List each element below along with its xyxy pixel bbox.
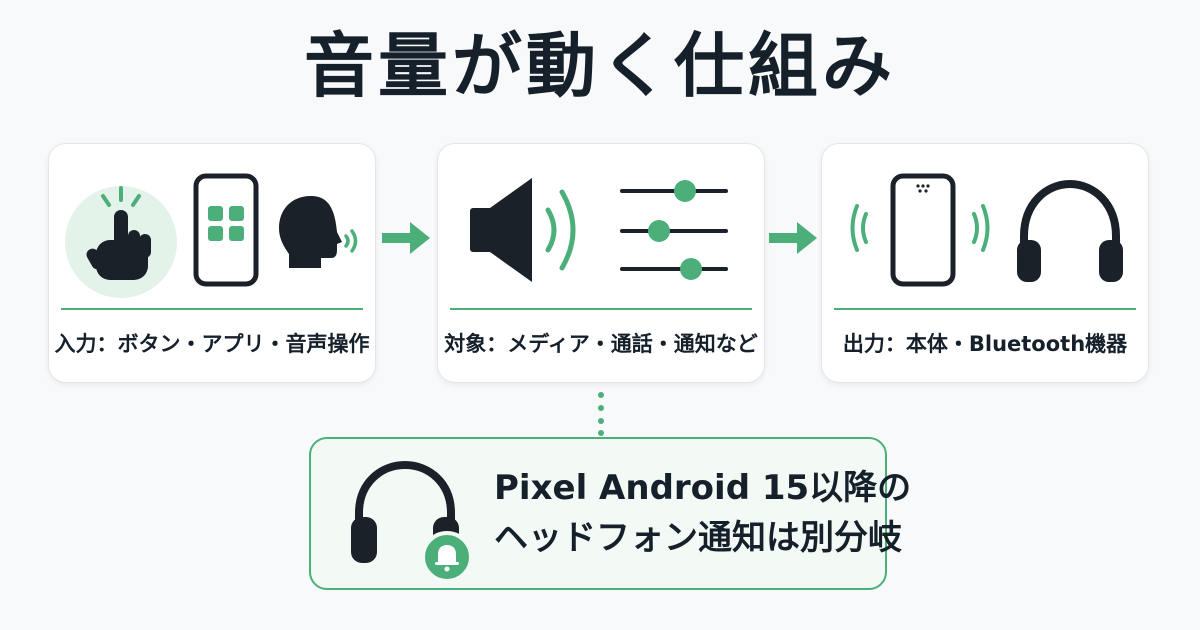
speaker-volume-icon: [470, 178, 576, 282]
note-line-1: Pixel Android 15以降の: [494, 468, 912, 508]
output-card: 出力：本体・Bluetooth機器: [821, 143, 1149, 383]
arrow-right-icon: [382, 222, 430, 254]
phone-apps-icon: [193, 173, 259, 287]
headphones-icon: [1017, 179, 1123, 282]
card-divider: [834, 308, 1136, 310]
tap-finger-icon: [65, 186, 177, 298]
card-divider: [61, 308, 363, 310]
input-icons: [65, 173, 358, 298]
note-line-2: ヘッドフォン通知は別分岐: [494, 518, 902, 558]
target-icons: [470, 178, 728, 282]
target-card-label: 対象：メディア・通話・通知など: [444, 332, 758, 356]
arrow-right-icon: [769, 222, 817, 254]
output-icons: [850, 173, 1123, 287]
voice-head-icon: [279, 196, 358, 268]
input-card: 入力：ボタン・アプリ・音声操作: [48, 143, 376, 383]
phone-sound-icon: [850, 173, 990, 287]
dotted-connector: [598, 392, 604, 436]
input-card-label: 入力：ボタン・アプリ・音声操作: [54, 332, 370, 356]
page-title: 音量が動く仕組み: [304, 25, 896, 107]
headphone-notification-note: Pixel Android 15以降の ヘッドフォン通知は別分岐: [309, 437, 911, 590]
headphones-bell-icon: [351, 460, 471, 581]
sliders-icon: [620, 180, 728, 280]
note-text: Pixel Android 15以降の ヘッドフォン通知は別分岐: [494, 463, 911, 563]
card-divider: [450, 308, 752, 310]
output-card-label: 出力：本体・Bluetooth機器: [842, 332, 1128, 356]
target-card: 対象：メディア・通話・通知など: [437, 143, 765, 383]
